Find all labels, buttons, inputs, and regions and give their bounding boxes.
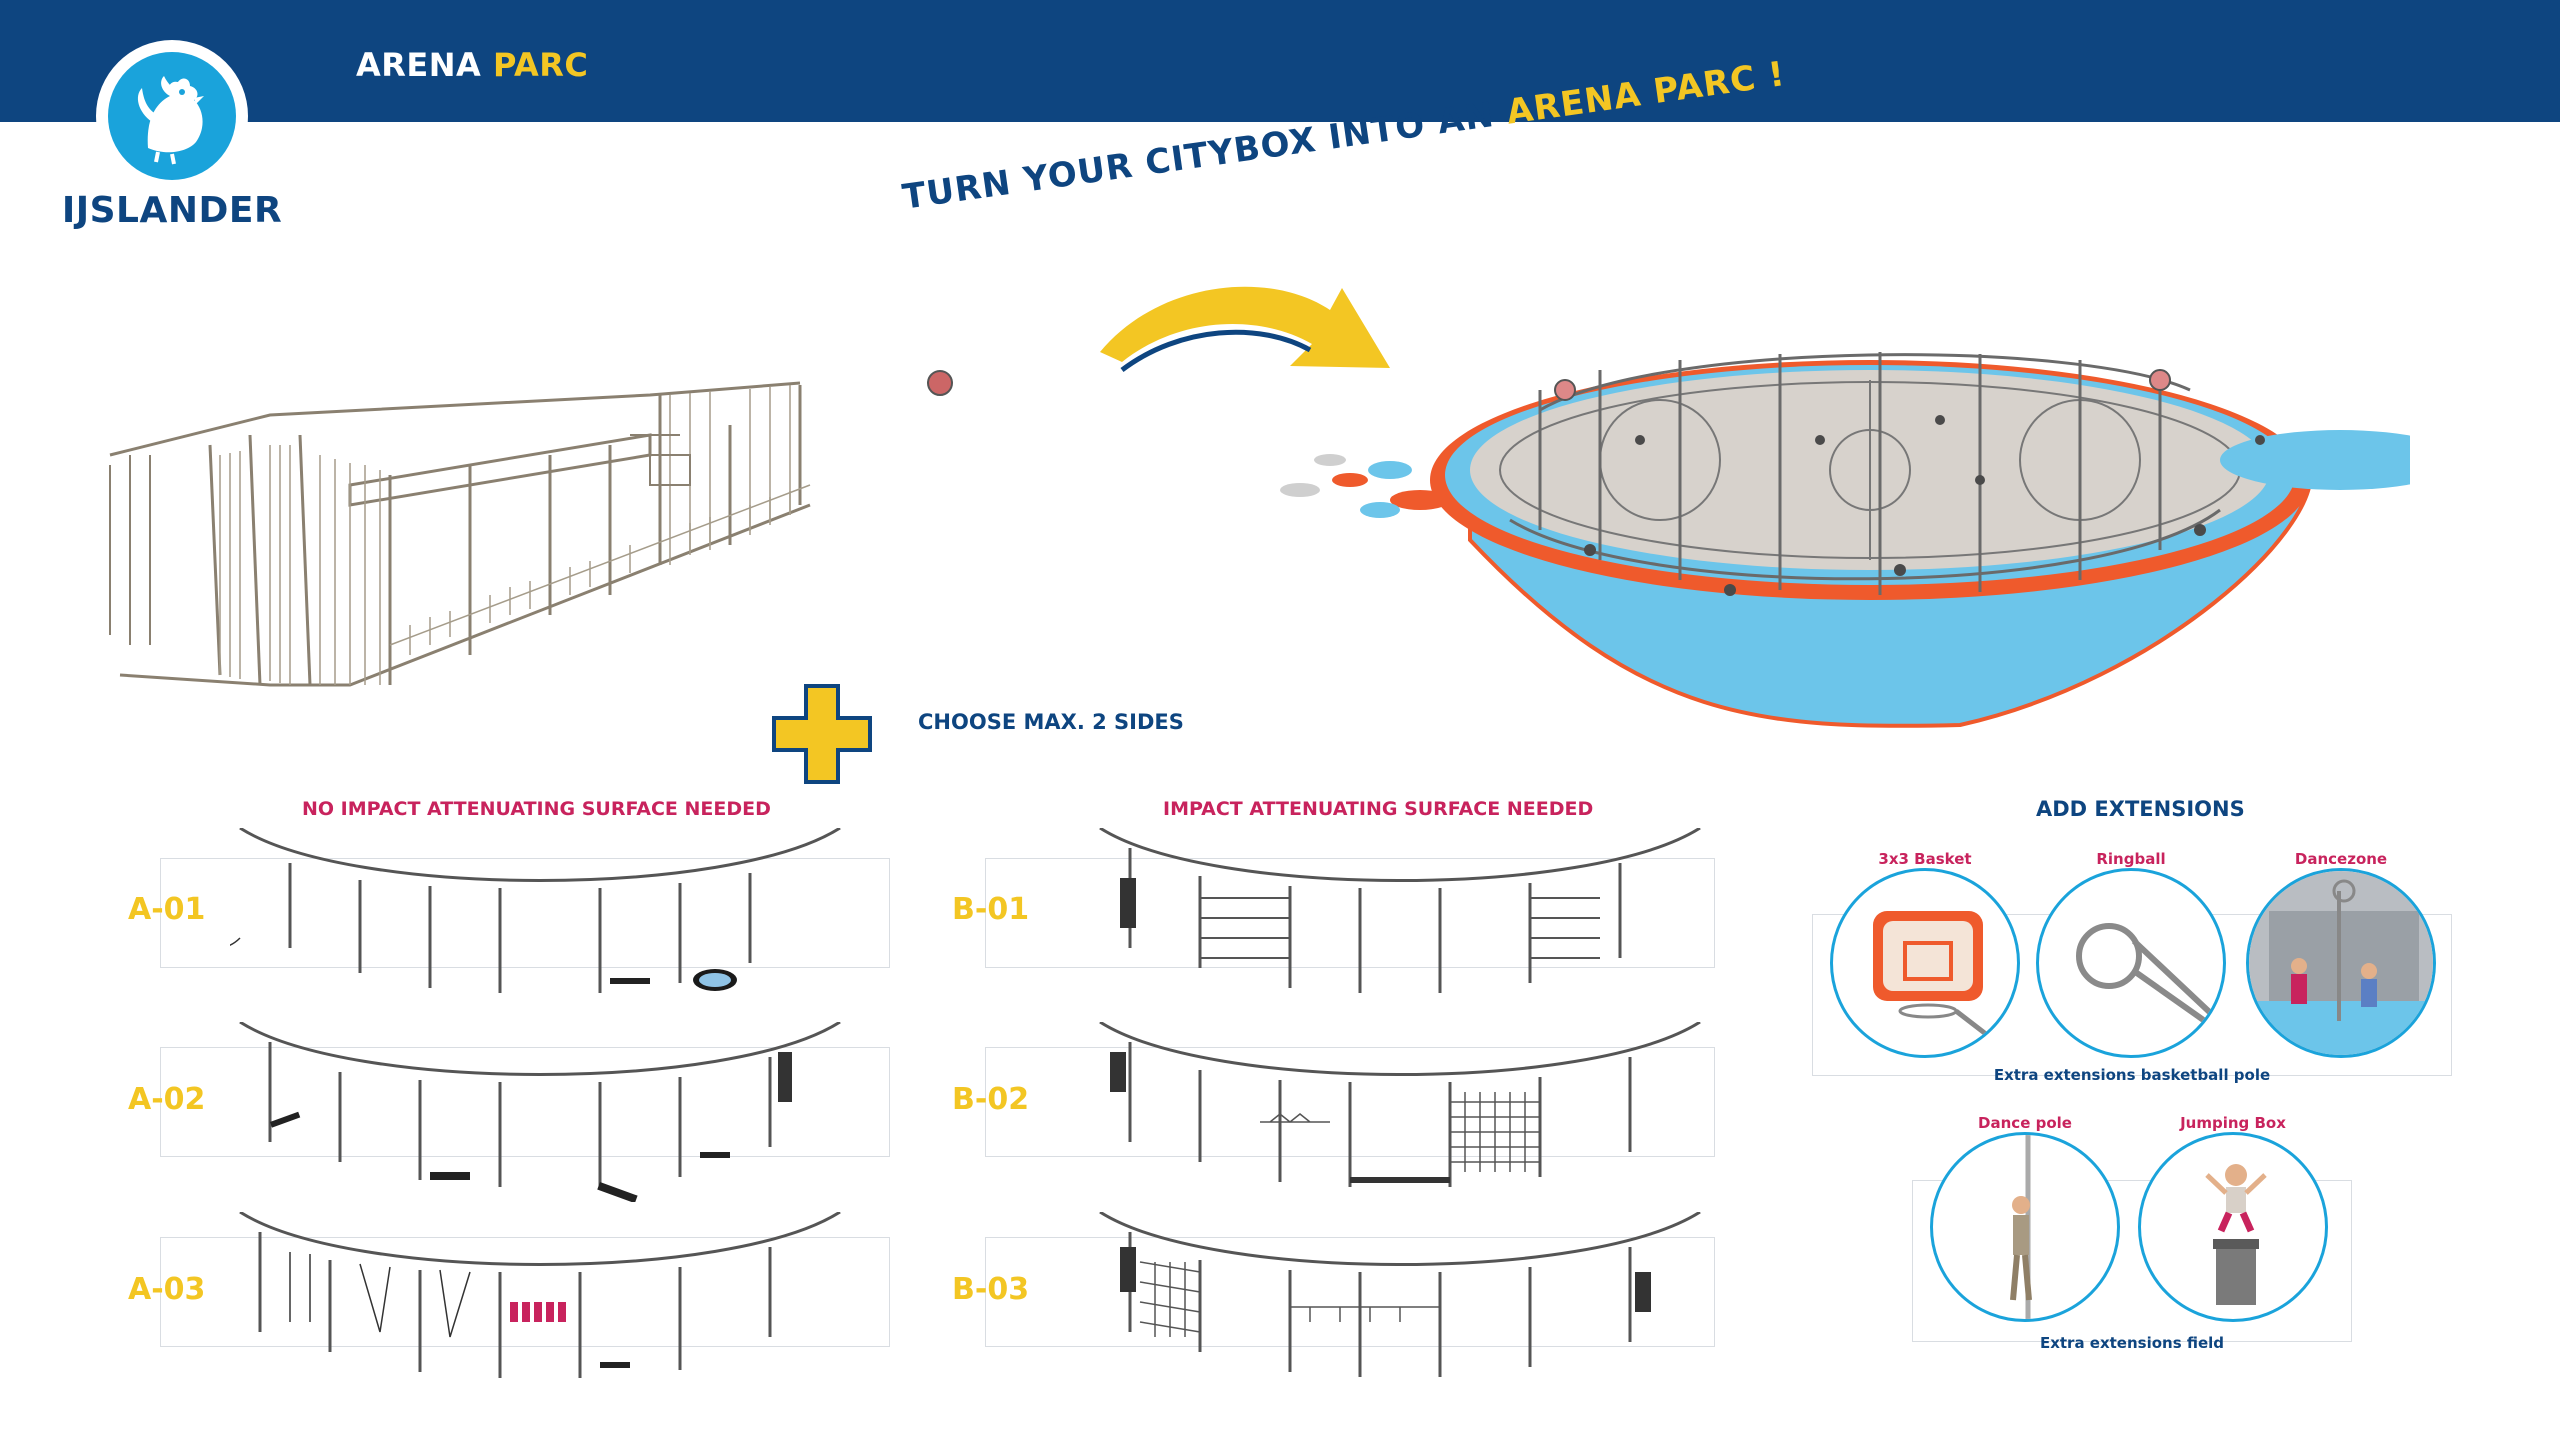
module-frame-a-01[interactable] bbox=[230, 828, 850, 1008]
module-label-a-01: A-01 bbox=[128, 892, 206, 927]
module-frame-a-03[interactable] bbox=[230, 1212, 850, 1392]
dance-pole-icon bbox=[2010, 1135, 2032, 1319]
header-bar: ARENA PARC bbox=[0, 0, 2560, 122]
ext-name-3x3-basket: 3x3 Basket bbox=[1878, 850, 1972, 868]
brand-logo[interactable]: IJSLANDER bbox=[52, 0, 362, 240]
module-label-b-02: B-02 bbox=[952, 1082, 1030, 1117]
transform-arrow-icon bbox=[1100, 286, 1390, 372]
module-panel-b-03[interactable] bbox=[985, 1237, 1715, 1347]
module-label-b-03: B-03 bbox=[952, 1272, 1030, 1307]
logo-badge bbox=[96, 40, 248, 192]
dancezone-icon bbox=[2249, 871, 2433, 1055]
ext-dancezone[interactable] bbox=[2246, 868, 2436, 1058]
module-frame-b-01[interactable] bbox=[1090, 828, 1710, 1008]
module-panel-b-01[interactable] bbox=[985, 858, 1715, 968]
jumping-box-icon bbox=[2205, 1164, 2267, 1305]
ext-name-jumping-box: Jumping Box bbox=[2180, 1114, 2286, 1132]
module-frame-b-02[interactable] bbox=[1090, 1022, 1710, 1202]
module-panel-a-01[interactable] bbox=[160, 858, 890, 968]
title-accent: PARC bbox=[492, 46, 589, 84]
brand-name: IJSLANDER bbox=[61, 190, 283, 231]
arena-parc-illustration bbox=[1280, 352, 2410, 728]
ext-ringball[interactable] bbox=[2036, 868, 2226, 1058]
module-panel-a-02[interactable] bbox=[160, 1047, 890, 1157]
citybox-illustration bbox=[109, 370, 953, 687]
module-frame-a-02[interactable] bbox=[230, 1022, 850, 1202]
choose-sides-label: CHOOSE MAX. 2 SIDES bbox=[918, 710, 1184, 734]
module-label-b-01: B-01 bbox=[952, 892, 1030, 927]
ext-name-dancezone: Dancezone bbox=[2294, 850, 2388, 868]
module-label-a-02: A-02 bbox=[128, 1082, 206, 1117]
title-main: ARENA bbox=[356, 46, 482, 84]
field-extensions-caption: Extra extensions field bbox=[2039, 1334, 2225, 1352]
ext-name-dance-pole: Dance pole bbox=[1978, 1114, 2072, 1132]
rooster-icon bbox=[108, 52, 236, 180]
extensions-title: ADD EXTENSIONS bbox=[2036, 797, 2245, 821]
basketball-hoop-icon bbox=[1873, 911, 2010, 1053]
ext-jumping-box[interactable] bbox=[2138, 1132, 2328, 1322]
module-frame-b-03[interactable] bbox=[1090, 1212, 1710, 1392]
ext-name-ringball: Ringball bbox=[2096, 850, 2166, 868]
ext-3x3-basket[interactable] bbox=[1830, 868, 2020, 1058]
ext-dance-pole[interactable] bbox=[1930, 1132, 2120, 1322]
pole-extensions-caption: Extra extensions basketball pole bbox=[1993, 1066, 2271, 1084]
plus-icon bbox=[772, 684, 872, 784]
group-b-title: IMPACT ATTENUATING SURFACE NEEDED bbox=[1163, 798, 1594, 820]
ring-icon bbox=[2076, 923, 2222, 1034]
group-a-title: NO IMPACT ATTENUATING SURFACE NEEDED bbox=[302, 798, 771, 820]
page-title: ARENA PARC bbox=[356, 46, 588, 84]
module-label-a-03: A-03 bbox=[128, 1272, 206, 1307]
module-panel-a-03[interactable] bbox=[160, 1237, 890, 1347]
